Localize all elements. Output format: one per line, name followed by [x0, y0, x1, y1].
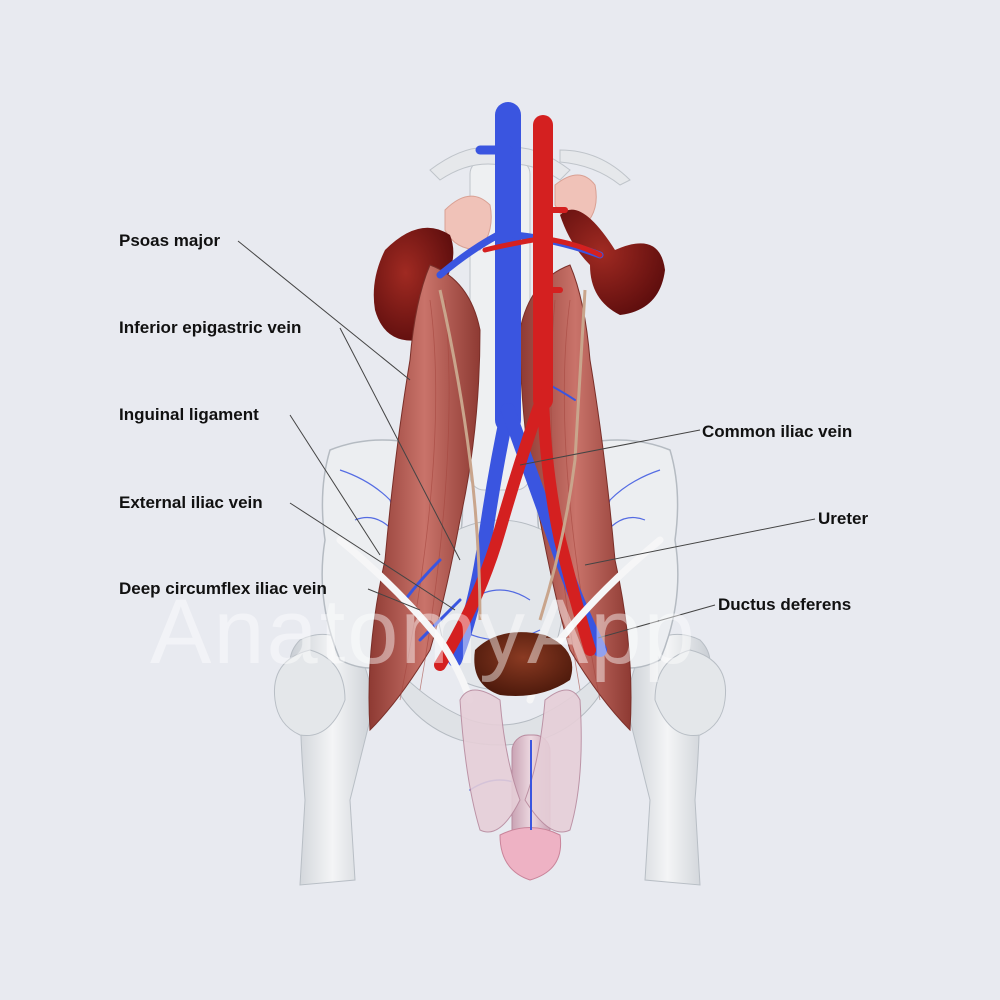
- label-ductus-deferens: Ductus deferens: [718, 595, 852, 614]
- label-common-iliac-vein: Common iliac vein: [702, 422, 853, 441]
- femurs: [273, 633, 727, 886]
- leader-psoas-major: [237, 240, 411, 381]
- label-external-iliac-vein: External iliac vein: [119, 493, 263, 512]
- label-inferior-epigastric-vein: Inferior epigastric vein: [119, 318, 302, 337]
- leader-ureter: [584, 518, 816, 566]
- bladder: [474, 632, 573, 696]
- leader-deep-circumflex-iliac-vein: [367, 588, 421, 611]
- leader-lines: [237, 240, 816, 639]
- leader-inguinal-ligament: [289, 414, 381, 556]
- label-ureter: Ureter: [818, 509, 869, 528]
- label-psoas-major: Psoas major: [119, 231, 221, 250]
- leader-external-iliac-vein: [289, 502, 456, 611]
- ureters: [438, 289, 587, 621]
- label-inguinal-ligament: Inguinal ligament: [119, 405, 259, 424]
- leader-inferior-epigastric-vein: [339, 327, 461, 561]
- label-deep-circumflex-iliac-vein: Deep circumflex iliac vein: [119, 579, 327, 598]
- watermark: AnatomyApp: [150, 581, 697, 683]
- leader-ductus-deferens: [597, 604, 716, 639]
- leader-common-iliac-vein: [519, 429, 701, 466]
- penis: [459, 689, 582, 881]
